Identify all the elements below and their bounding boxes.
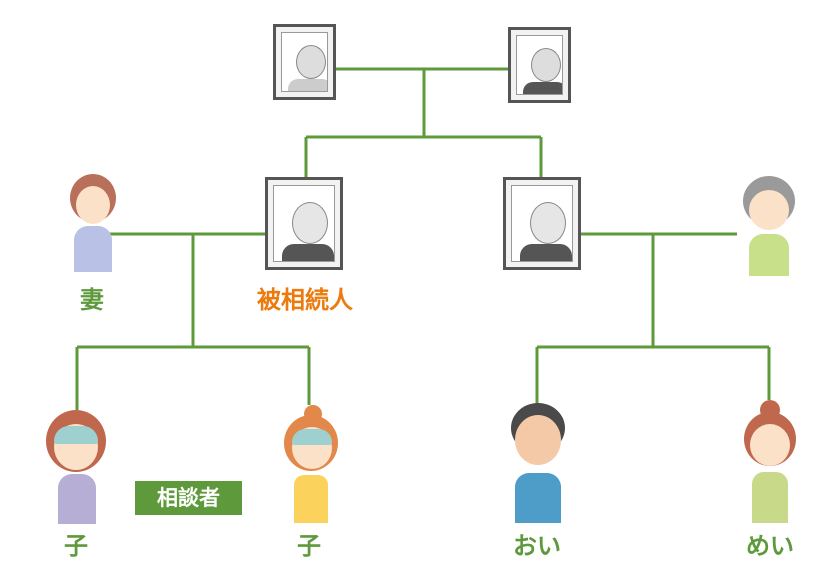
grandparents-marriage-line <box>304 67 543 178</box>
child-right-label: 子 <box>297 532 321 560</box>
child-right-illustration <box>280 405 344 523</box>
deceased-portrait <box>265 177 343 270</box>
grandmother-portrait <box>273 24 336 100</box>
wife-label: 妻 <box>80 286 104 314</box>
grandfather-portrait <box>508 27 571 103</box>
child-left-label: 子 <box>64 532 88 560</box>
wife-illustration <box>66 172 122 272</box>
niece-label: めい <box>746 532 794 560</box>
consultant-badge: 相談者 <box>135 481 242 515</box>
child-left-illustration <box>42 408 112 524</box>
sibling-portrait <box>503 177 581 270</box>
nephew-label: おい <box>513 532 561 560</box>
niece-illustration <box>740 400 800 523</box>
sibling-marriage-line <box>535 232 771 405</box>
nephew-illustration <box>507 403 569 523</box>
spouse-of-sibling-illustration <box>737 176 801 276</box>
deceased-label: 被相続人 <box>257 286 353 314</box>
deceased-marriage-line <box>75 232 311 410</box>
